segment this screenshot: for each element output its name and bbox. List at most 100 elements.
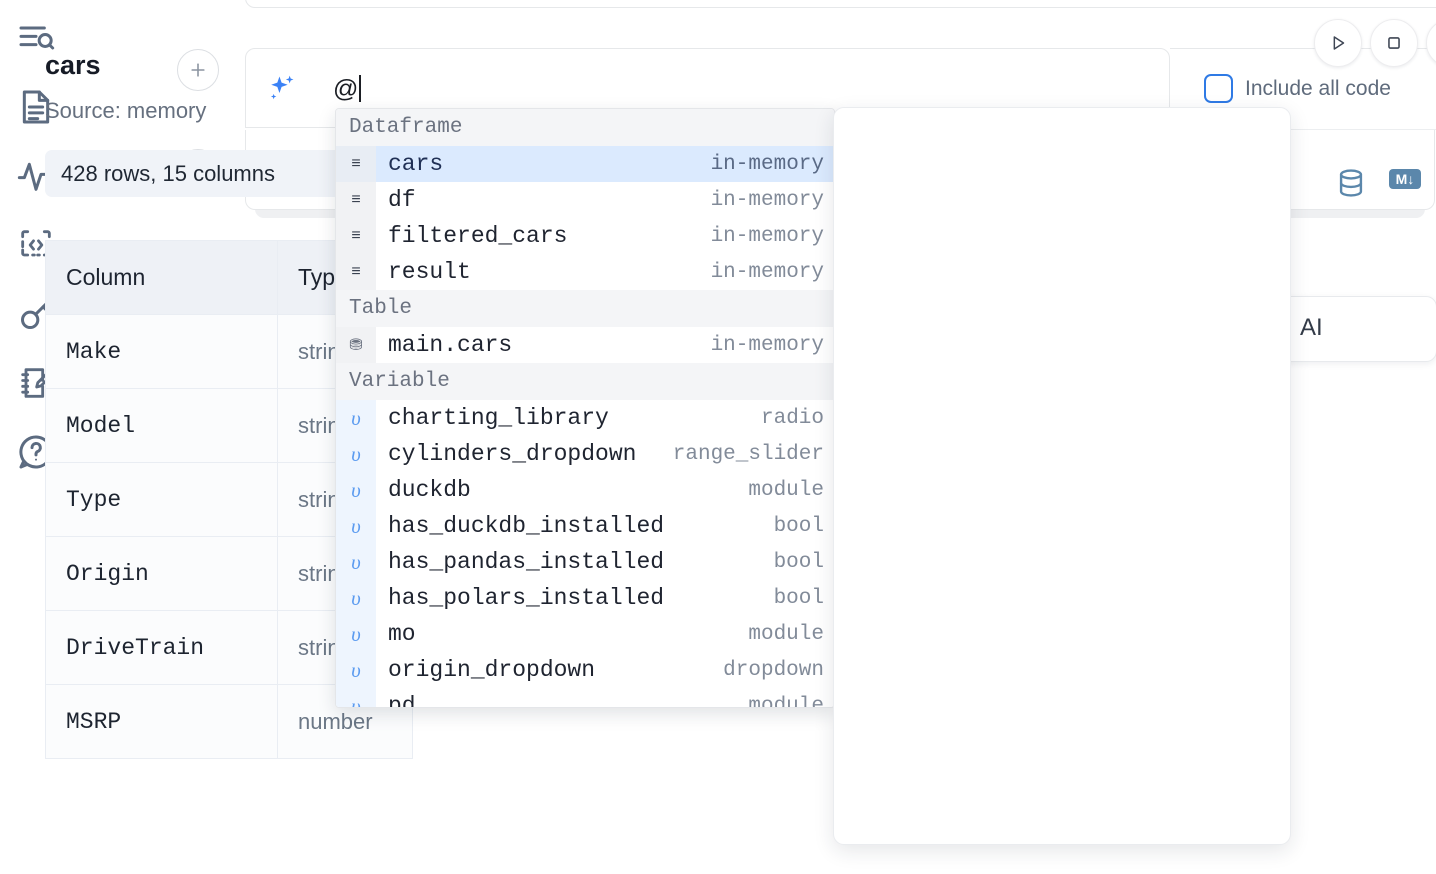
autocomplete-item-body: filtered_cars in-memory	[376, 218, 834, 254]
doc-source: Source: memory	[45, 98, 207, 123]
add-cell-button-top[interactable]	[177, 49, 219, 91]
autocomplete-item-name: filtered_cars	[388, 223, 568, 249]
dataframe-glyph-icon: ≡	[336, 146, 376, 182]
autocomplete-item-type: bool	[773, 514, 824, 538]
activity-pulse-icon[interactable]	[16, 156, 56, 196]
autocomplete-item-type: bool	[773, 586, 824, 610]
doc-schema-column-name: DriveTrain	[45, 610, 278, 685]
doc-schema-column-type: number	[277, 684, 413, 759]
autocomplete-section-header: Dataframe	[336, 109, 834, 146]
run-button[interactable]	[1314, 19, 1362, 67]
doc-schema-column-name: Model	[45, 388, 278, 463]
autocomplete-item-name: charting_library	[388, 405, 609, 431]
dataframe-glyph-icon: ≡	[336, 182, 376, 218]
autocomplete-item-name: pd	[388, 693, 416, 708]
autocomplete-item-body: has_polars_installed bool	[376, 580, 834, 616]
autocomplete-item[interactable]: ≡ filtered_cars in-memory	[336, 218, 834, 254]
autocomplete-item-body: charting_library radio	[376, 400, 834, 436]
doc-schema-column-name: Origin	[45, 536, 278, 611]
doc-schema-column-name: MSRP	[45, 684, 278, 759]
variable-glyph-icon: υ	[336, 652, 376, 688]
autocomplete-item-body: has_duckdb_installed bool	[376, 508, 834, 544]
autocomplete-item[interactable]: υ has_polars_installed bool	[336, 580, 834, 616]
database-icon[interactable]	[1334, 166, 1368, 205]
autocomplete-item-type: module	[748, 622, 824, 646]
autocomplete-item-name: df	[388, 187, 416, 213]
include-all-code-toggle[interactable]: Include all code	[1204, 74, 1391, 103]
doc-schema-column-name: Type	[45, 462, 278, 537]
autocomplete-item-type: in-memory	[710, 333, 824, 357]
autocomplete-item-body: df in-memory	[376, 182, 834, 218]
variable-glyph-icon: υ	[336, 400, 376, 436]
autocomplete-item-name: has_duckdb_installed	[388, 513, 665, 539]
autocomplete-item-type: module	[748, 694, 824, 708]
variable-glyph-icon: υ	[336, 544, 376, 580]
autocomplete-item-body: duckdb module	[376, 472, 834, 508]
autocomplete-item-type: bool	[773, 550, 824, 574]
autocomplete-item-name: mo	[388, 621, 416, 647]
variable-glyph-icon: υ	[336, 436, 376, 472]
variable-glyph-icon: υ	[336, 616, 376, 652]
autocomplete-item-type: in-memory	[710, 152, 824, 176]
autocomplete-item-name: result	[388, 259, 471, 285]
autocomplete-section-header: Table	[336, 290, 834, 327]
autocomplete-item-name: origin_dropdown	[388, 657, 596, 683]
ai-prompt-value: @	[333, 75, 359, 103]
ai-sparkle-icon	[265, 72, 299, 106]
autocomplete-item-body: cars in-memory	[376, 146, 834, 182]
variable-glyph-icon: υ	[336, 580, 376, 616]
table-glyph-icon: ⛃	[336, 327, 376, 363]
outline-search-icon[interactable]	[16, 18, 56, 58]
include-all-code-checkbox[interactable]	[1204, 74, 1233, 103]
variable-glyph-icon: υ	[336, 472, 376, 508]
text-caret	[359, 75, 362, 102]
autocomplete-item-name: main.cars	[388, 332, 513, 358]
dataframe-glyph-icon: ≡	[336, 218, 376, 254]
variable-doc-panel	[833, 107, 1291, 845]
autocomplete-item-name: duckdb	[388, 477, 471, 503]
autocomplete-item-type: dropdown	[723, 658, 824, 682]
ai-prompt-input[interactable]: @	[333, 72, 362, 106]
autocomplete-item[interactable]: υ charting_library radio	[336, 400, 834, 436]
stop-button[interactable]	[1370, 19, 1418, 67]
autocomplete-item-type: in-memory	[710, 224, 824, 248]
autocomplete-item-body: pd module	[376, 688, 834, 708]
autocomplete-item-type: in-memory	[710, 188, 824, 212]
autocomplete-item-type: range_slider	[672, 442, 824, 466]
autocomplete-item-type: in-memory	[710, 260, 824, 284]
variable-glyph-icon: υ	[336, 688, 376, 707]
autocomplete-item[interactable]: υ origin_dropdown dropdown	[336, 652, 834, 688]
previous-cell	[245, 0, 1436, 8]
file-document-icon[interactable]	[16, 87, 56, 127]
autocomplete-item-type: radio	[760, 406, 824, 430]
autocomplete-item-body: result in-memory	[376, 254, 834, 290]
doc-column-header: Column	[45, 240, 278, 315]
autocomplete-item-name: has_polars_installed	[388, 585, 665, 611]
autocomplete-item-body: mo module	[376, 616, 834, 652]
markdown-icon[interactable]: M↓	[1388, 166, 1422, 197]
svg-text:M↓: M↓	[1396, 171, 1415, 187]
autocomplete-item-name: cars	[388, 151, 444, 177]
doc-schema-column-name: Make	[45, 314, 278, 389]
autocomplete-item[interactable]: υ cylinders_dropdown range_slider	[336, 436, 834, 472]
autocomplete-item-name: cylinders_dropdown	[388, 441, 637, 467]
autocomplete-item-body: main.cars in-memory	[376, 327, 834, 363]
autocomplete-item[interactable]: ⛃ main.cars in-memory	[336, 327, 834, 363]
autocomplete-item[interactable]: ≡ cars in-memory	[336, 146, 834, 182]
ai-suggestion-card-label: AI	[1300, 314, 1323, 341]
autocomplete-item-body: cylinders_dropdown range_slider	[376, 436, 834, 472]
autocomplete-section-header: Variable	[336, 363, 834, 400]
autocomplete-item-type: module	[748, 478, 824, 502]
autocomplete-item[interactable]: ≡ df in-memory	[336, 182, 834, 218]
